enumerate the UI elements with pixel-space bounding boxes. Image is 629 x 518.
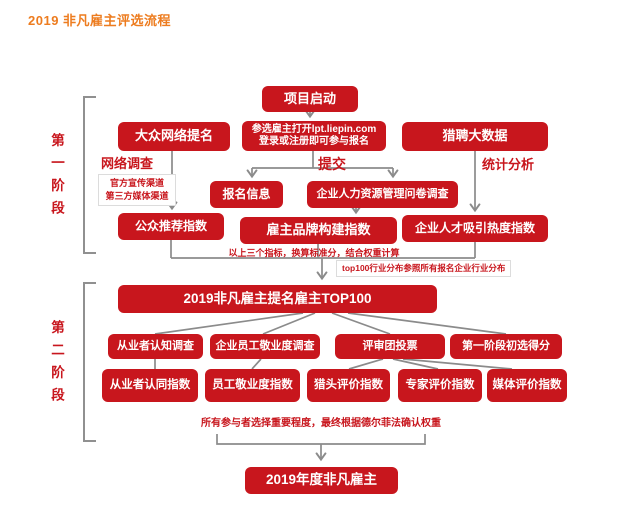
node-project-start: 项目启动 (262, 86, 358, 112)
note-channels: 官方宣传渠道 第三方媒体渠道 (98, 174, 176, 206)
flow-arrows (154, 109, 513, 462)
phase1-label: 第一阶段 (49, 133, 64, 223)
register-line1: 参选雇主打开lpt.liepin.com (251, 123, 377, 135)
node-headhunter-index: 猎头评价指数 (307, 369, 390, 402)
node-registration-info: 报名信息 (210, 181, 283, 208)
node-talent-attraction-index: 企业人才吸引热度指数 (402, 215, 548, 242)
node-top100: 2019非凡雇主提名雇主TOP100 (118, 285, 437, 313)
node-mass-nomination: 大众网络提名 (118, 122, 230, 151)
channels-line1: 官方宣传渠道 (109, 177, 164, 188)
node-engagement-index: 员工敬业度指数 (205, 369, 300, 402)
register-line2: 登录或注册即可参与报名 (259, 136, 369, 147)
channels-line2: 第三方媒体渠道 (105, 191, 169, 201)
node-final-award: 2019年度非凡雇主 (245, 467, 398, 494)
node-jury-vote: 评审团投票 (335, 334, 445, 359)
stat-analysis-label: 统计分析 (482, 157, 535, 172)
node-phase1-score: 第一阶段初选得分 (450, 334, 562, 359)
note-top100-distribution: top100行业分布参照所有报名企业行业分布 (336, 260, 512, 277)
network-survey-label: 网络调查 (101, 156, 154, 171)
note-weight-confirm: 所有参与者选择重要程度，最终根据德尔菲法确认权重 (201, 418, 441, 429)
node-liepin-bigdata: 猎聘大数据 (402, 122, 548, 151)
submit-label: 提交 (318, 156, 346, 172)
node-register: 参选雇主打开lpt.liepin.com 登录或注册即可参与报名 (242, 121, 386, 151)
node-public-recommend-index: 公众推荐指数 (118, 213, 224, 240)
node-employee-survey: 企业员工敬业度调查 (210, 334, 320, 359)
phase-brackets (83, 96, 96, 442)
node-media-index: 媒体评价指数 (487, 369, 567, 402)
top100-distribution-text: top100行业分布参照所有报名企业行业分布 (342, 263, 506, 274)
note-score-calc: 以上三个指标，换算标准分，结合权重计算 (228, 248, 400, 258)
node-practitioner-survey: 从业者认知调查 (108, 334, 203, 359)
node-hr-questionnaire: 企业人力资源管理问卷调查 (307, 181, 458, 208)
node-expert-index: 专家评价指数 (398, 369, 482, 402)
node-practitioner-index: 从业者认同指数 (102, 369, 198, 402)
phase2-label: 第二阶段 (49, 320, 64, 410)
node-employer-brand-index: 雇主品牌构建指数 (240, 217, 397, 244)
page-title: 2019 非凡雇主评选流程 (28, 13, 172, 28)
